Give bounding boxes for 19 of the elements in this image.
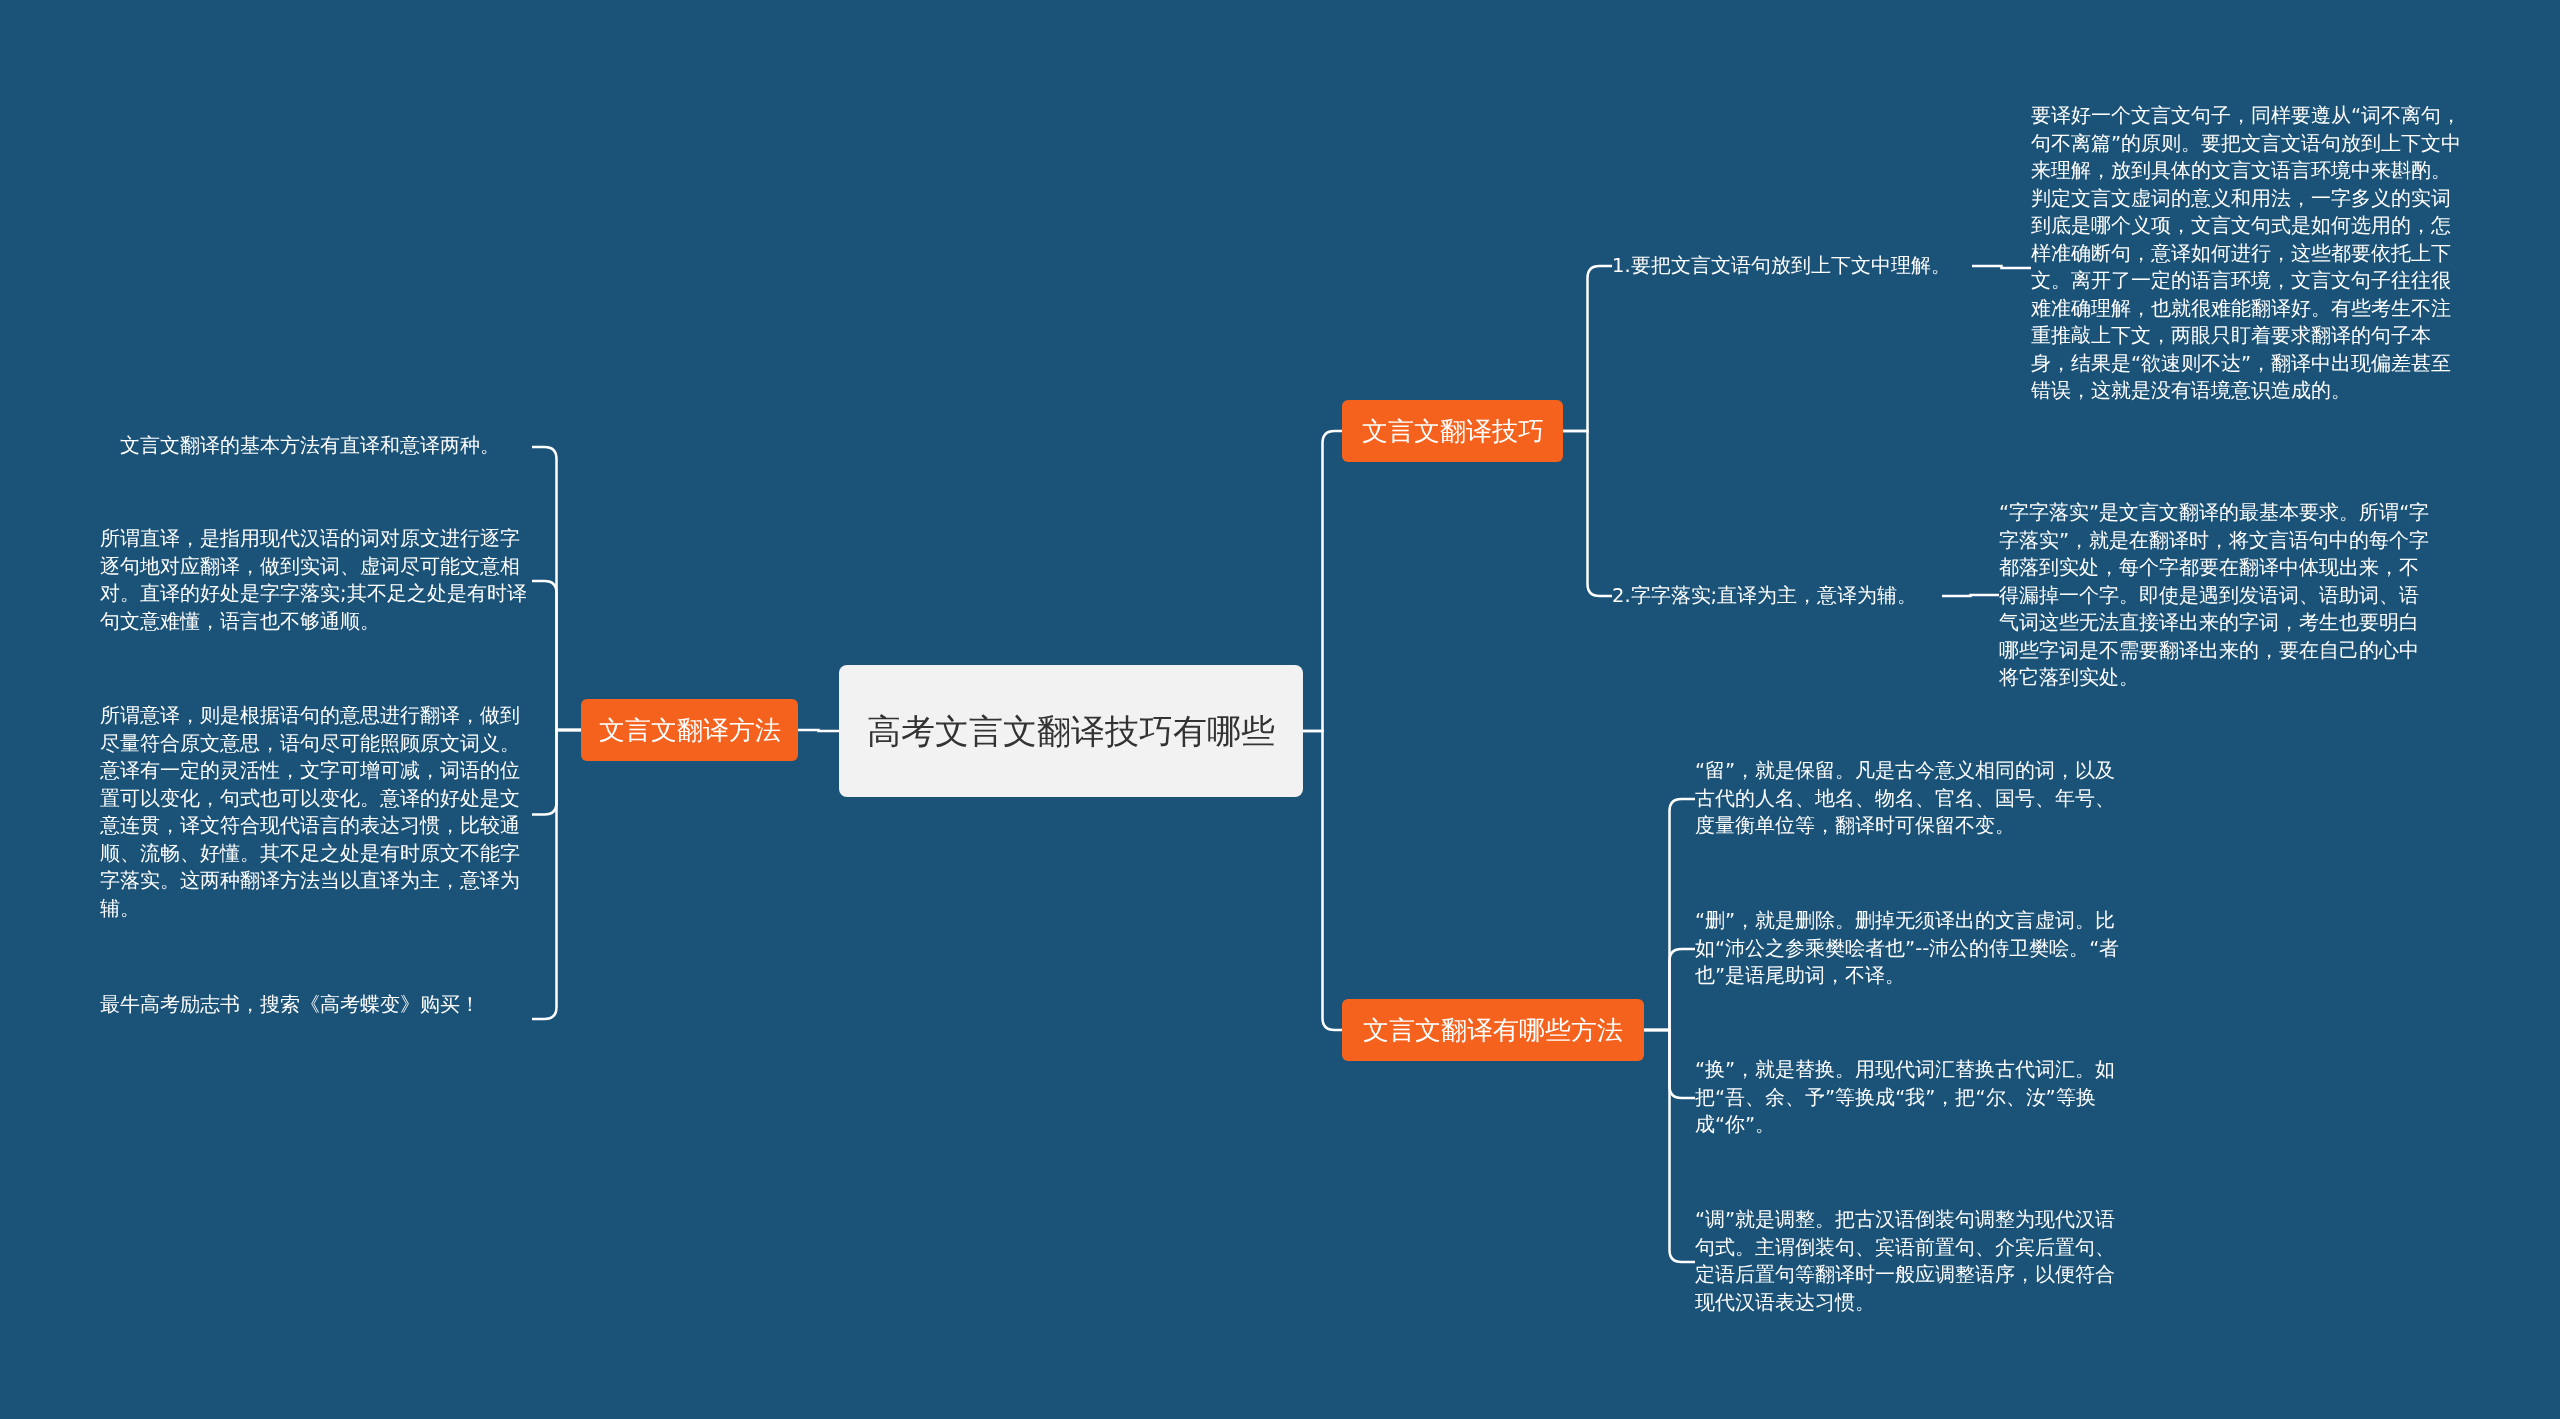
note-text: “换”，就是替换。用现代词汇替换古代词汇。如把“吾、余、予”等换成“我”，把“尔、汝”等换成“你”。 — [1695, 1056, 2127, 1140]
subtopic-text: 2.字字落实;直译为主，意译为辅。 — [1612, 581, 1942, 611]
connector-line — [1972, 264, 2031, 270]
note-text: 要译好一个文言文句子，同样要遵从“词不离句，句不离篇”的原则。要把文言文语句放到上下文中来理解，放到具体的文言文语言环境中来斟酌。判定文言文虚词的意义和用法，一字多义的实词到底是哪个义项，文言文句式是如何选用的，怎样准确断句，意译如何进行，这些都要依托上下文。离开了一定的语言环境，文言文句子往往很难准确理解，也就很难能翻译好。有些考生不注重推敲上下文，两眼只盯着要求翻译的句子本身，结果是“欲速则不达”，翻译中出现偏差甚至错误，这就是没有语境意识造成的。 — [2031, 102, 2463, 434]
connector-line — [798, 728, 839, 733]
subtopic-text: 1.要把文言文语句放到上下文中理解。 — [1612, 251, 1972, 281]
note-text: “留”，就是保留。凡是古今意义相同的词，以及古代的人名、地名、物名、官名、国号、年号、度量衡单位等，翻译时可保留不变。 — [1695, 757, 2127, 841]
connector-line — [1942, 593, 1999, 598]
note-text: 最牛高考励志书，搜索《高考蝶变》购买！ — [100, 991, 532, 1047]
central-topic-box: 高考文言文翻译技巧有哪些 — [839, 665, 1303, 797]
note-text: “删”，就是删除。删掉无须译出的文言虚词。比如“沛公之参乘樊哙者也”--沛公的侍卫樊哙。“者也”是语尾助词，不译。 — [1695, 907, 2127, 991]
topic-box: 文言文翻译技巧 — [1342, 400, 1563, 462]
note-text: 文言文翻译的基本方法有直译和意译两种。 — [120, 432, 532, 462]
note-text: 所谓直译，是指用现代汉语的词对原文进行逐字逐句地对应翻译，做到实词、虚词尽可能文意相对。直译的好处是字字落实;其不足之处是有时译句文意难懂，语言也不够通顺。 — [100, 525, 532, 637]
topic-box: 文言文翻译有哪些方法 — [1342, 999, 1644, 1061]
note-text: 所谓意译，则是根据语句的意思进行翻译，做到尽量符合原文意思，语句尽可能照顾原文词义。意译有一定的灵活性，文字可增可减，词语的位置可以变化，句式也可以变化。意译的好处是文意连贯，译文符合现代语言的表达习惯，比较通顺、流畅、好懂。其不足之处是有时原文不能字字落实。这两种翻译方法当以直译为主，意译为辅。 — [100, 702, 532, 927]
topic-box: 文言文翻译方法 — [581, 699, 798, 761]
note-text: “字字落实”是文言文翻译的最基本要求。所谓“字字落实”，就是在翻译时，将文言语句中的每个字都落到实处，每个字都要在翻译中体现出来，不得漏掉一个字。即使是遇到发语词、语助词、语气词这些无法直接译出来的字词，考生也要明白哪些字词是不需要翻译出来的，要在自己的心中将它落到实处。 — [1999, 499, 2431, 692]
note-text: “调”就是调整。把古汉语倒装句调整为现代汉语句式。主谓倒装句、宾语前置句、介宾后置句、定语后置句等翻译时一般应调整语序，以便符合现代汉语表达习惯。 — [1695, 1206, 2127, 1318]
